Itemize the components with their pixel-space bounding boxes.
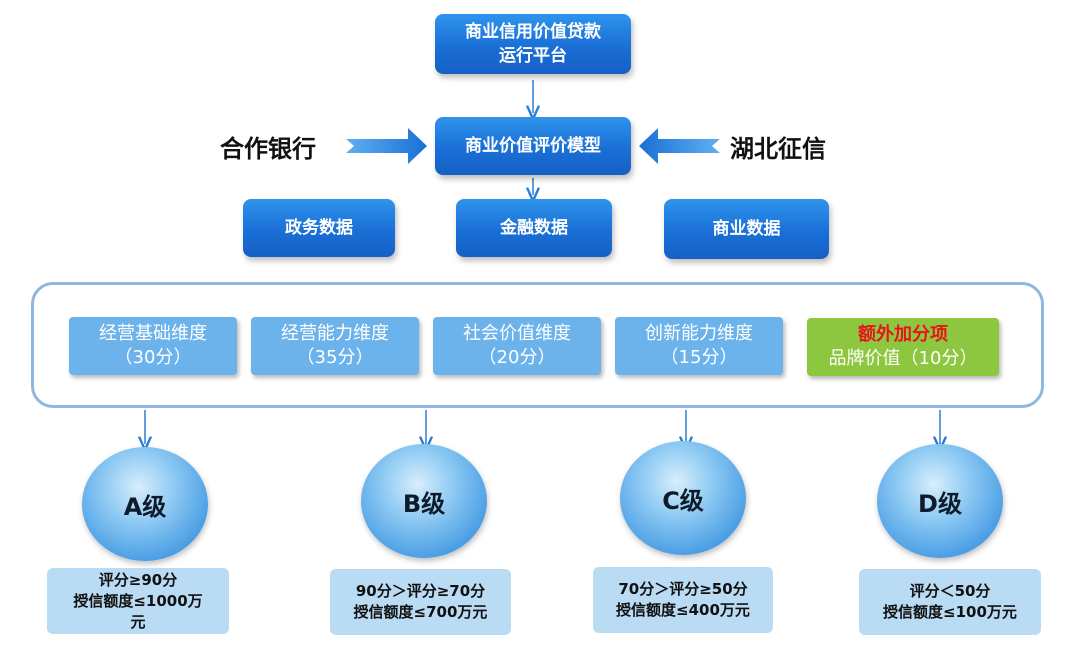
dimension-business-basis: 经营基础维度 （30分） xyxy=(69,317,237,375)
grade-c-circle: C级 xyxy=(620,441,746,555)
grade-c-score-range: 70分＞评分≥50分 xyxy=(618,580,748,598)
dimension-social-value: 社会价值维度 （20分） xyxy=(433,317,601,375)
right-party-label: 湖北征信 xyxy=(730,134,826,163)
grade-c-criteria: 70分＞评分≥50分 授信额度≤400万元 xyxy=(593,567,773,633)
grade-d-criteria: 评分＜50分 授信额度≤100万元 xyxy=(859,569,1041,635)
platform-line2: 运行平台 xyxy=(499,46,567,66)
grade-b-criteria: 90分＞评分≥70分 授信额度≤700万元 xyxy=(330,569,511,635)
dimension-innovation: 创新能力维度 （15分） xyxy=(615,317,783,375)
platform-box: 商业信用价值贷款 运行平台 xyxy=(435,14,631,74)
grade-d-circle: D级 xyxy=(877,444,1003,558)
data-source-gov: 政务数据 xyxy=(243,199,395,257)
grade-a-circle: A级 xyxy=(82,447,208,561)
model-label: 商业价值评价模型 xyxy=(465,136,601,156)
extra-title: 额外加分项 xyxy=(858,324,948,345)
dimension-business-capability: 经营能力维度 （35分） xyxy=(251,317,419,375)
data-source-finance: 金融数据 xyxy=(456,199,612,257)
grade-a-score-range: 评分≥90分 xyxy=(98,570,178,589)
data-source-commerce: 商业数据 xyxy=(664,199,829,259)
platform-line1: 商业信用价值贷款 xyxy=(465,22,601,42)
grade-b-score-range: 90分＞评分≥70分 xyxy=(355,582,486,600)
left-party-label: 合作银行 xyxy=(220,134,316,163)
extra-item: 品牌价值（10分） xyxy=(828,348,978,369)
grade-b-credit-limit: 授信额度≤700万元 xyxy=(353,603,488,621)
grade-d-credit-limit: 授信额度≤100万元 xyxy=(883,603,1017,621)
model-box: 商业价值评价模型 xyxy=(435,117,631,175)
grade-d-score-range: 评分＜50分 xyxy=(909,582,991,600)
grade-c-credit-limit: 授信额度≤400万元 xyxy=(616,601,750,619)
extra-bonus-item: 额外加分项 品牌价值（10分） xyxy=(807,318,999,376)
big-arrow-left-icon xyxy=(639,128,720,164)
big-arrow-right-icon xyxy=(346,128,427,164)
grade-b-circle: B级 xyxy=(361,444,487,558)
grade-a-criteria: 评分≥90分 授信额度≤1000万元 xyxy=(47,568,229,634)
grade-a-credit-limit: 授信额度≤1000万元 xyxy=(73,591,203,631)
